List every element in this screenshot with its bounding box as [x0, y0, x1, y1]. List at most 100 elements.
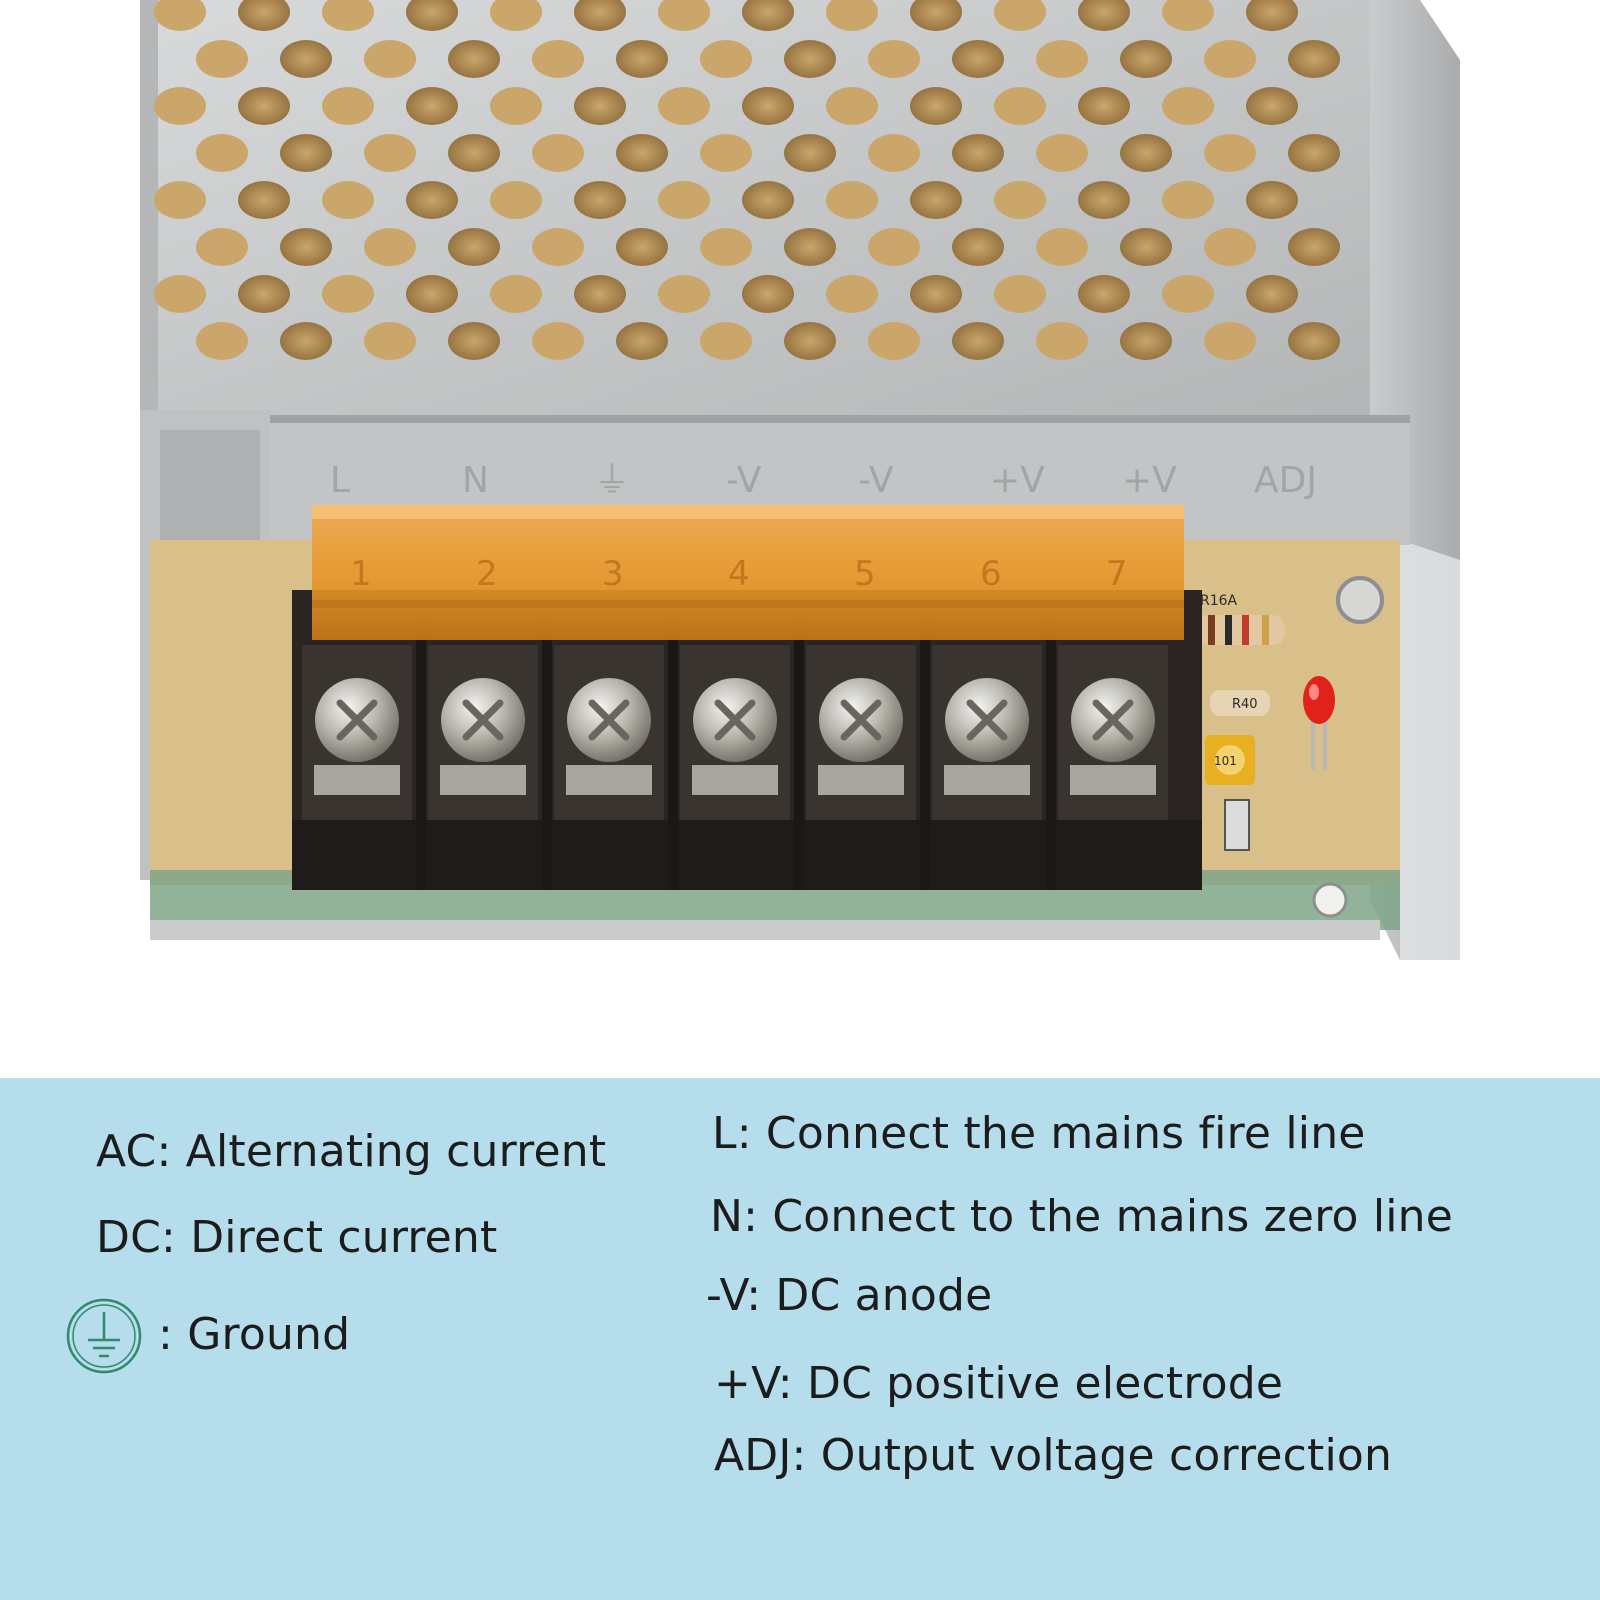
vent-hole: [868, 134, 920, 172]
vent-hole: [322, 87, 374, 125]
vent-hole: [1162, 0, 1214, 31]
vent-hole: [280, 228, 332, 266]
vent-hole: [406, 275, 458, 313]
cover-number: 1: [350, 554, 372, 594]
vent-hole: [658, 275, 710, 313]
ground-symbol-icon: [66, 1298, 142, 1374]
legend-adj: ADJ: Output voltage correction: [714, 1430, 1393, 1481]
legend-ground: : Ground: [158, 1309, 351, 1360]
vent-hole: [616, 228, 668, 266]
vent-hole: [1036, 228, 1088, 266]
vent-hole: [532, 40, 584, 78]
vent-hole: [196, 134, 248, 172]
vent-hole: [1204, 228, 1256, 266]
vent-hole: [574, 275, 626, 313]
vent-hole: [784, 228, 836, 266]
board-label-r40: R40: [1232, 697, 1258, 712]
vent-hole: [742, 87, 794, 125]
vent-hole: [658, 0, 710, 31]
vent-hole: [196, 228, 248, 266]
vent-hole: [826, 87, 878, 125]
case-marking: +V: [990, 460, 1045, 501]
vent-hole: [742, 275, 794, 313]
vent-hole: [1246, 87, 1298, 125]
vent-hole: [532, 322, 584, 360]
case-marking: ⏚: [594, 460, 630, 501]
vent-hole: [1078, 275, 1130, 313]
vent-hole: [616, 40, 668, 78]
vent-hole: [448, 134, 500, 172]
vent-hole: [826, 0, 878, 31]
vent-hole: [994, 0, 1046, 31]
legend-minus-v: -V: DC anode: [706, 1270, 993, 1321]
vent-hole: [1120, 228, 1172, 266]
vent-hole: [1288, 322, 1340, 360]
vent-hole: [1120, 40, 1172, 78]
vent-hole: [532, 134, 584, 172]
vent-hole: [574, 87, 626, 125]
cover-number: 4: [728, 554, 750, 594]
vent-hole: [364, 228, 416, 266]
vent-hole: [994, 275, 1046, 313]
vent-hole: [280, 322, 332, 360]
vent-hole: [1036, 40, 1088, 78]
vent-hole: [490, 87, 542, 125]
case-marking: -V: [858, 460, 894, 501]
vent-hole: [154, 275, 206, 313]
vent-hole: [742, 181, 794, 219]
vent-hole: [658, 87, 710, 125]
vent-hole: [196, 40, 248, 78]
vent-hole: [406, 87, 458, 125]
vent-hole: [658, 181, 710, 219]
vent-hole: [1204, 322, 1256, 360]
cover-number: 6: [980, 554, 1002, 594]
legend-dc: DC: Direct current: [96, 1212, 498, 1263]
vent-hole: [322, 275, 374, 313]
legend-panel: [0, 1078, 1600, 1600]
vent-hole: [1204, 40, 1256, 78]
vent-hole: [742, 0, 794, 31]
vent-hole: [448, 228, 500, 266]
vent-hole: [952, 322, 1004, 360]
vent-hole: [700, 322, 752, 360]
legend-plus-v: +V: DC positive electrode: [714, 1358, 1284, 1409]
vent-hole: [994, 181, 1046, 219]
vent-hole: [952, 40, 1004, 78]
vent-hole: [1288, 40, 1340, 78]
vent-hole: [154, 87, 206, 125]
vent-hole: [952, 134, 1004, 172]
vent-hole: [448, 40, 500, 78]
vent-hole: [700, 228, 752, 266]
vent-hole: [364, 134, 416, 172]
case-marking: L: [330, 460, 350, 501]
vent-hole: [868, 228, 920, 266]
vent-hole: [1036, 134, 1088, 172]
vent-hole: [406, 181, 458, 219]
vent-hole: [154, 0, 206, 31]
vent-hole: [196, 322, 248, 360]
vent-hole: [280, 40, 332, 78]
vent-hole: [994, 87, 1046, 125]
vent-hole: [1120, 322, 1172, 360]
vent-hole: [1288, 134, 1340, 172]
vent-hole: [322, 181, 374, 219]
cover-number: 3: [602, 554, 624, 594]
board-label-r16a: R16A: [1200, 593, 1238, 609]
vent-hole: [406, 0, 458, 31]
vent-hole: [868, 322, 920, 360]
case-marking: -V: [726, 460, 762, 501]
case-marking: +V: [1122, 460, 1177, 501]
vent-hole: [238, 275, 290, 313]
vent-hole: [826, 275, 878, 313]
vent-hole: [1078, 87, 1130, 125]
vent-hole: [784, 322, 836, 360]
case-marking: ADJ: [1254, 460, 1317, 501]
vent-hole: [574, 181, 626, 219]
vent-hole: [910, 275, 962, 313]
vent-hole: [910, 87, 962, 125]
vent-hole: [1036, 322, 1088, 360]
vent-hole: [1162, 87, 1214, 125]
vent-hole: [364, 40, 416, 78]
